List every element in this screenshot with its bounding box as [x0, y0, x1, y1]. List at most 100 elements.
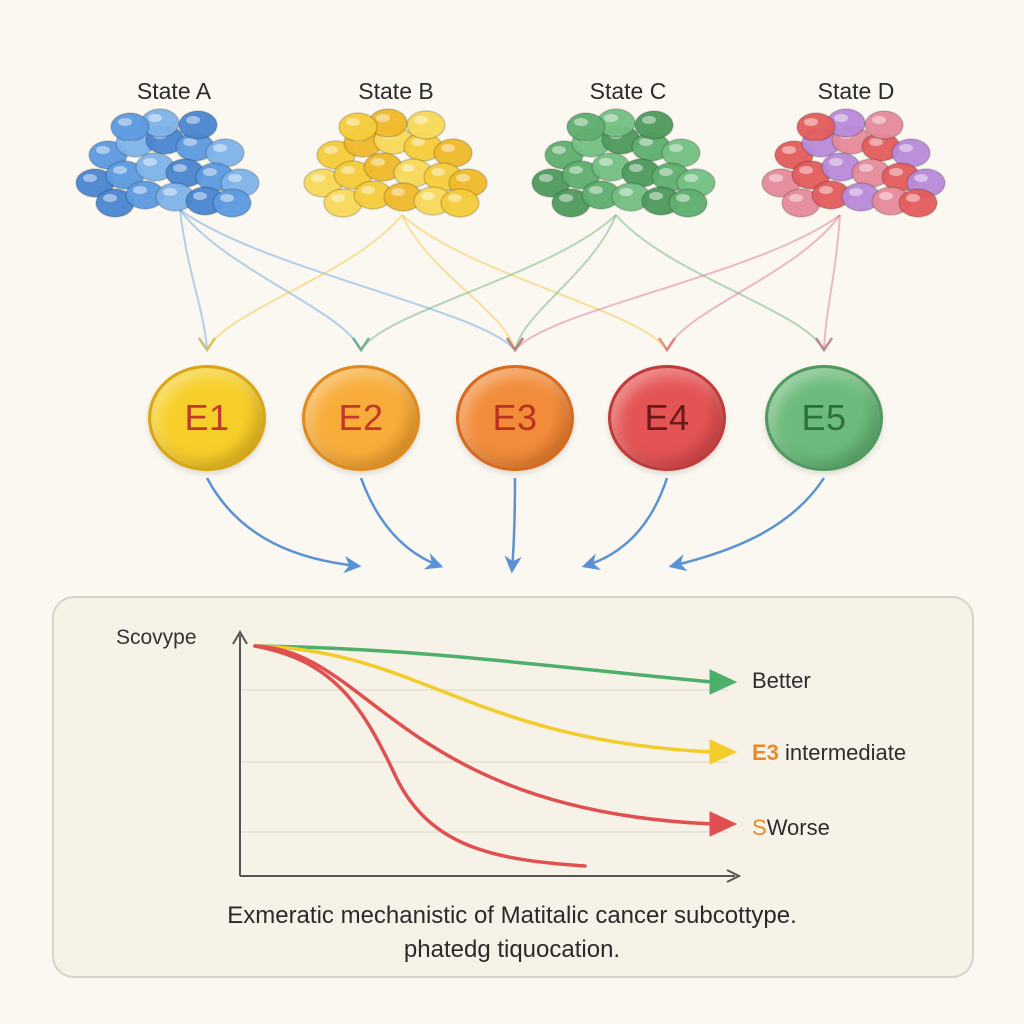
state-d-label: State D	[817, 78, 895, 104]
cell-highlight	[552, 146, 566, 154]
cell-highlight	[819, 186, 833, 194]
cell-blob	[406, 110, 446, 140]
cell-highlight	[148, 114, 162, 122]
cell-highlight	[133, 186, 147, 194]
cell-highlight	[879, 192, 893, 200]
cell-highlight	[411, 138, 425, 146]
cell-highlight	[391, 188, 405, 196]
curve-worse	[253, 644, 714, 826]
cell-highlight	[619, 188, 633, 196]
y-axis-arrowhead	[232, 630, 248, 645]
cell-highlight	[684, 174, 698, 182]
flow-arrow	[666, 214, 841, 351]
cell-highlight	[599, 158, 613, 166]
x-axis-arrowhead	[726, 869, 742, 883]
cell-highlight	[193, 192, 207, 200]
state-a-cluster	[75, 108, 260, 218]
outcome-curves	[232, 630, 742, 883]
cell-highlight	[799, 166, 813, 174]
cell-highlight	[311, 174, 325, 182]
cell-highlight	[414, 116, 428, 124]
cell-highlight	[324, 146, 338, 154]
flow-arrow	[360, 214, 617, 351]
curve-worse-arrowhead	[709, 811, 738, 837]
cell-highlight	[539, 174, 553, 182]
down-arrow	[581, 477, 669, 571]
cell-highlight	[869, 138, 883, 146]
subtype-e4-node: E4	[608, 365, 726, 471]
subtype-e3-node: E3	[456, 365, 574, 471]
cell-highlight	[183, 138, 197, 146]
state-b-cluster	[303, 108, 488, 218]
cell-highlight	[859, 164, 873, 172]
cell-highlight	[872, 116, 886, 124]
cell-highlight	[789, 194, 803, 202]
state-a-label: State A	[136, 78, 212, 104]
flow-arrow	[179, 209, 516, 351]
cell-highlight	[113, 166, 127, 174]
cell-highlight	[589, 186, 603, 194]
cell-highlight	[782, 146, 796, 154]
down-arrow	[359, 477, 444, 570]
cell-highlight	[769, 174, 783, 182]
cell-highlight	[228, 174, 242, 182]
cell-highlight	[639, 138, 653, 146]
outcome-worse-label: Worse	[766, 815, 830, 840]
cell-highlight	[906, 194, 920, 202]
flow-arrow	[401, 214, 516, 351]
cell-highlight	[103, 194, 117, 202]
cell-highlight	[213, 144, 227, 152]
cell-highlight	[376, 114, 390, 122]
cell-highlight	[96, 146, 110, 154]
state-d-cluster	[761, 108, 946, 218]
cell-highlight	[203, 168, 217, 176]
cell-highlight	[448, 194, 462, 202]
flow-arrow	[615, 214, 825, 351]
cell-highlight	[341, 166, 355, 174]
cell-highlight	[220, 194, 234, 202]
flow-arrow	[206, 214, 403, 351]
subtype-to-outcome-arrows	[205, 477, 826, 574]
cell-blob	[898, 188, 938, 218]
cell-highlight	[642, 116, 656, 124]
cell-highlight	[914, 174, 928, 182]
y-axis-label: Scovype	[116, 626, 197, 649]
subtype-e2-label: E2	[338, 397, 384, 438]
cell-highlight	[173, 164, 187, 172]
cell-highlight	[163, 188, 177, 196]
subtype-e4-label: E4	[644, 397, 690, 438]
cell-highlight	[431, 168, 445, 176]
cell-blob	[178, 110, 218, 140]
cell-blob	[212, 188, 252, 218]
subtype-e2-node: E2	[302, 365, 420, 471]
cell-highlight	[804, 118, 818, 126]
cell-blob	[634, 110, 674, 140]
cell-highlight	[361, 186, 375, 194]
cell-highlight	[676, 194, 690, 202]
flow-arrowhead	[505, 337, 525, 353]
cell-highlight	[899, 144, 913, 152]
cell-highlight	[331, 194, 345, 202]
state-c-cluster	[531, 108, 716, 218]
cell-highlight	[569, 166, 583, 174]
down-arrow	[504, 477, 522, 574]
flow-arrowhead	[657, 337, 677, 353]
cell-highlight	[574, 118, 588, 126]
subtype-e1-label: E1	[184, 397, 230, 438]
flow-arrowhead	[814, 337, 834, 353]
curve-intermediate	[253, 644, 714, 754]
curve-intermediate-arrowhead	[709, 739, 738, 765]
outcome-better: Better	[752, 668, 811, 694]
state-clusters	[75, 108, 946, 218]
cell-highlight	[659, 168, 673, 176]
cell-blob	[668, 188, 708, 218]
cell-highlight	[371, 158, 385, 166]
flow-arrow	[179, 209, 208, 351]
outcome-worse: SWorse	[752, 815, 830, 841]
cell-highlight	[118, 118, 132, 126]
cell-highlight	[604, 114, 618, 122]
cell-highlight	[83, 174, 97, 182]
cell-blob	[440, 188, 480, 218]
